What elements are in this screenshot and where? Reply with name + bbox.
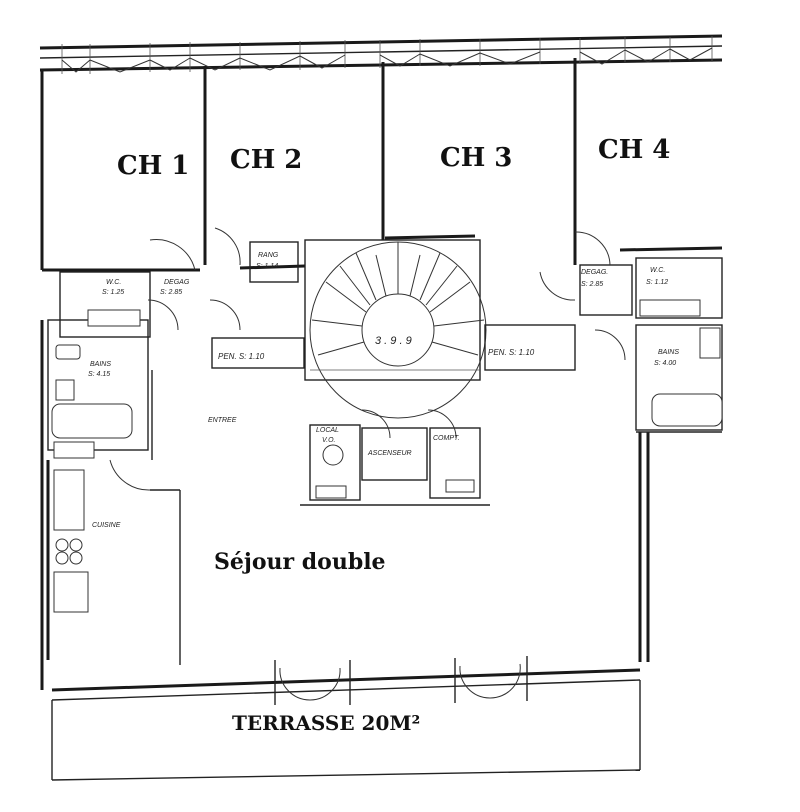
outer-walls [40, 70, 722, 781]
label-bains-left: BAINS [90, 361, 111, 368]
room-label-terrasse: TERRASSE 20M² [232, 711, 420, 735]
label-degag-left-area: S: 2.85 [160, 289, 182, 296]
label-bains-right-area: S: 4.00 [654, 360, 676, 367]
label-local: LOCAL [316, 427, 339, 434]
label-compt: COMPT. [433, 435, 460, 442]
spiral-staircase [304, 239, 487, 419]
label-vo: V.O. [322, 437, 336, 444]
label-stair: 3 . 9 . 9 [375, 335, 412, 347]
label-pen-right: PEN. S: 1.10 [488, 348, 535, 357]
terrace-doors [274, 656, 528, 705]
room-label-ch3: CH 3 [440, 143, 512, 173]
label-degag-left: DEGAG [164, 279, 190, 286]
bedroom-walls [42, 58, 723, 272]
label-degag-right: DEGAG. [581, 269, 608, 276]
label-wc-left-area: S: 1.25 [102, 289, 124, 296]
room-label-ch4: CH 4 [598, 135, 670, 165]
label-cuisine: CUISINE [92, 522, 121, 529]
kitchen [46, 370, 181, 665]
label-wc-left: W.C. [106, 279, 121, 286]
room-label-sejour: Séjour double [214, 549, 386, 575]
label-bains-left-area: S: 4.15 [88, 371, 110, 378]
label-wc-right-area: S: 1.12 [646, 279, 668, 286]
label-ascenseur: ASCENSEUR [367, 450, 412, 457]
room-label-ch1: CH 1 [117, 151, 189, 181]
label-bains-right: BAINS [658, 349, 679, 356]
label-entree: ENTREE [208, 417, 237, 424]
label-rang-area: S: 1.14 [256, 263, 278, 270]
core-rooms [300, 324, 576, 506]
right-service-block [539, 231, 723, 431]
top-facade [39, 34, 723, 74]
label-pen-left: PEN. S: 1.10 [218, 352, 265, 361]
label-rang: RANG [258, 252, 279, 259]
left-service-block [47, 227, 305, 459]
room-label-ch2: CH 2 [230, 145, 302, 175]
label-wc-right: W.C. [650, 267, 665, 274]
label-degag-right-area: S: 2.85 [581, 281, 603, 288]
